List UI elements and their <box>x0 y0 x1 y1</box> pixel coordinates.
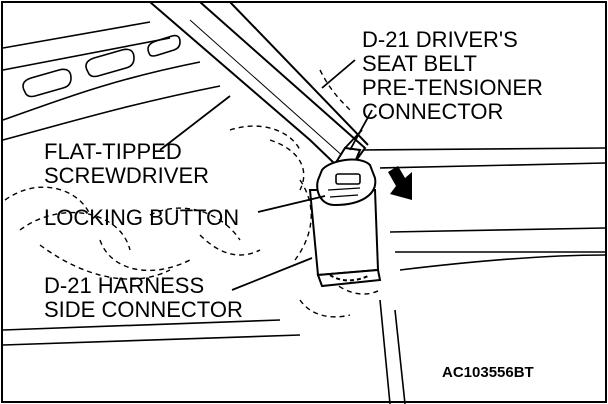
figure-code: AC103556BT <box>442 364 534 381</box>
label-pretensioner-line-3: PRE-TENSIONER <box>362 75 543 100</box>
rail-slots <box>22 34 181 98</box>
label-pretensioner-line-4: CONNECTOR <box>362 99 504 124</box>
seat-rail <box>2 21 606 404</box>
label-screwdriver: FLAT-TIPPED SCREWDRIVER <box>44 140 209 188</box>
label-harness-line-1: D-21 HARNESS <box>44 273 205 298</box>
locking-button <box>316 158 377 207</box>
pull-arrow-icon <box>388 166 412 200</box>
wire-harness <box>4 69 381 318</box>
label-pretensioner-connector: D-21 DRIVER'S SEAT BELT PRE-TENSIONER CO… <box>362 28 543 124</box>
label-pretensioner-line-1: D-21 DRIVER'S <box>362 27 518 52</box>
label-harness-line-2: SIDE CONNECTOR <box>44 297 243 322</box>
leader-lines <box>159 59 373 291</box>
label-screwdriver-line-2: SCREWDRIVER <box>44 163 210 188</box>
label-pretensioner-line-2: SEAT BELT <box>362 51 477 76</box>
label-harness-connector: D-21 HARNESS SIDE CONNECTOR <box>44 274 243 322</box>
label-locking-button: LOCKING BUTTON <box>44 205 240 230</box>
label-screwdriver-line-1: FLAT-TIPPED <box>44 139 182 164</box>
